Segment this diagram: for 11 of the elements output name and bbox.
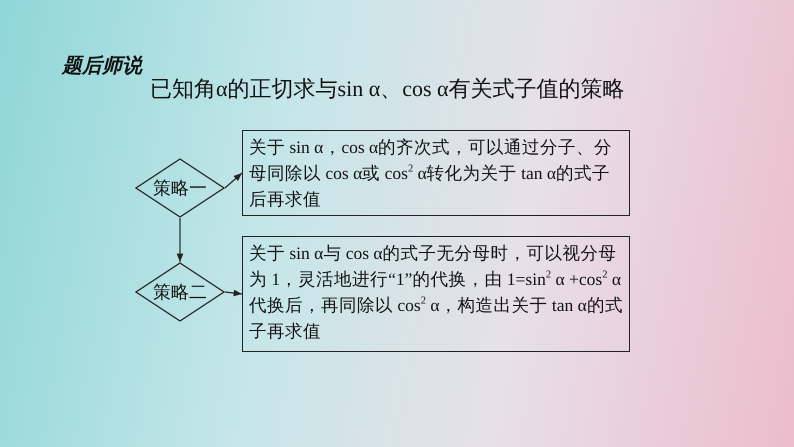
arrow [224,290,242,296]
text-box: 关于 sin α，cos α的齐次式，可以通过分子、分母同除以 cos α或 cos$^{2}$ α转化为关于 tan α的式子后再求值 [242,130,630,216]
decision-diamond [135,158,225,218]
arrow [176,218,184,262]
title: 已知角α的正切求与sin α、cos α有关式子值的策略 [150,75,626,103]
text-box: 关于 sin α与 cos α的式子无分母时，可以视分母为 1，灵活地进行“1”的代换，由 1=sin$^{2}$ α +cos$^{2}$ α代换后，再同除以 cos$^{2}$ α，构造出关于 tan α的式子再求值 [242,236,630,352]
strategy-label: 策略二 [153,281,207,304]
arrow [224,172,242,188]
strategy-label: 策略一 [153,177,207,200]
decision-diamond [135,262,225,322]
section-heading: 题后师说 [62,54,142,79]
